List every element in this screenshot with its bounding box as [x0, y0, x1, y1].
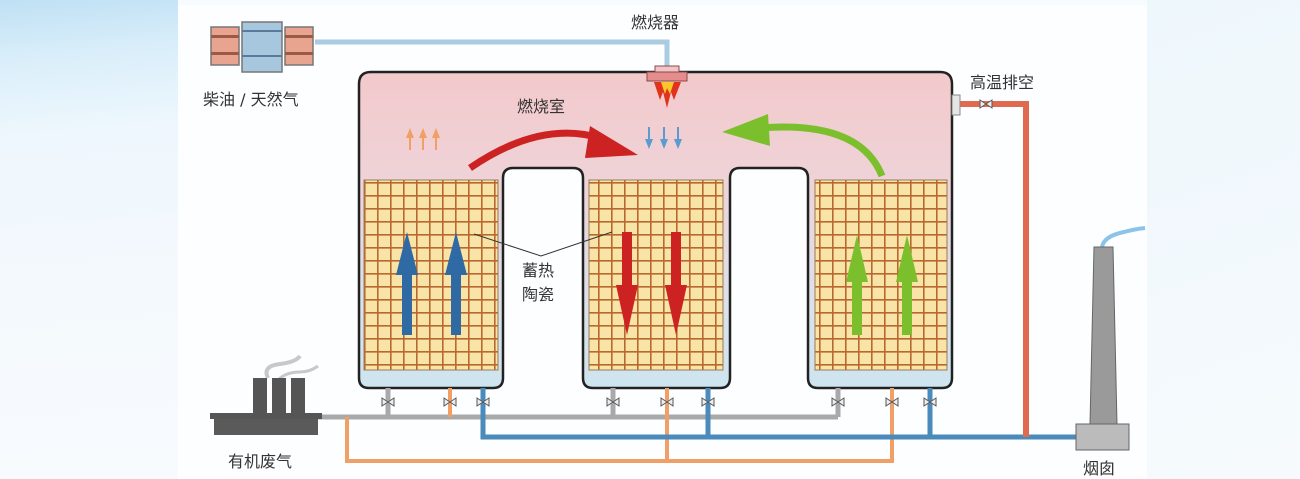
valve-icon [381, 397, 395, 407]
small-down-arrows-blue [645, 127, 682, 149]
bed-2-down-arrow-1 [616, 232, 638, 335]
chimney-icon [1075, 226, 1146, 451]
bed-2-down-arrow-2 [665, 232, 687, 335]
ceramic-label-line1: 蓄热 [522, 261, 554, 280]
valve-icon [660, 397, 674, 407]
burner-icon [646, 65, 688, 108]
combustion-chamber-label: 燃烧室 [517, 97, 565, 116]
valve-icon [831, 397, 845, 407]
valve-icon [885, 397, 899, 407]
ceramic-label-line2: 陶瓷 [522, 285, 554, 304]
fuel-pipe [315, 39, 670, 66]
fuel-barrels-icon [210, 21, 314, 73]
hot-flow-arrowhead-red [585, 126, 638, 158]
fuel-label: 柴油 / 天然气 [203, 90, 299, 109]
factory-icon [210, 354, 322, 435]
bed-1-up-arrow-1 [396, 232, 418, 335]
ceramic-bed-2 [588, 179, 724, 371]
valves [381, 99, 993, 407]
background-left-panel [0, 0, 178, 479]
hot-exhaust-pipe [960, 101, 1029, 437]
bed-3-up-arrow-2 [896, 235, 918, 335]
inlet-gas-pipe [318, 388, 841, 420]
valve-icon [979, 99, 993, 109]
waste-gas-label: 有机废气 [228, 452, 292, 471]
valve-icon [701, 397, 715, 407]
background-right-panel [1147, 0, 1300, 479]
burner-label: 燃烧器 [631, 13, 679, 32]
ceramic-bed-1 [363, 179, 499, 371]
small-up-arrows-orange [406, 128, 440, 150]
valve-icon [443, 397, 457, 407]
return-flow-arrowhead-green [722, 114, 770, 146]
bed-3-up-arrow-1 [846, 235, 868, 335]
exhaust-label: 高温排空 [970, 73, 1034, 92]
exhaust-port [951, 94, 961, 116]
ceramic-bed-3 [814, 179, 948, 371]
valve-icon [923, 397, 937, 407]
valve-icon [476, 397, 490, 407]
outlet-pipe [480, 388, 1078, 440]
return-flow-arrow-green [759, 123, 886, 178]
valve-icon [606, 397, 620, 407]
chimney-label: 烟囱 [1083, 459, 1115, 478]
bed-1-up-arrow-2 [445, 232, 467, 335]
hot-flow-arrow-red [468, 129, 602, 171]
ceramic-leader-lines [473, 231, 613, 257]
